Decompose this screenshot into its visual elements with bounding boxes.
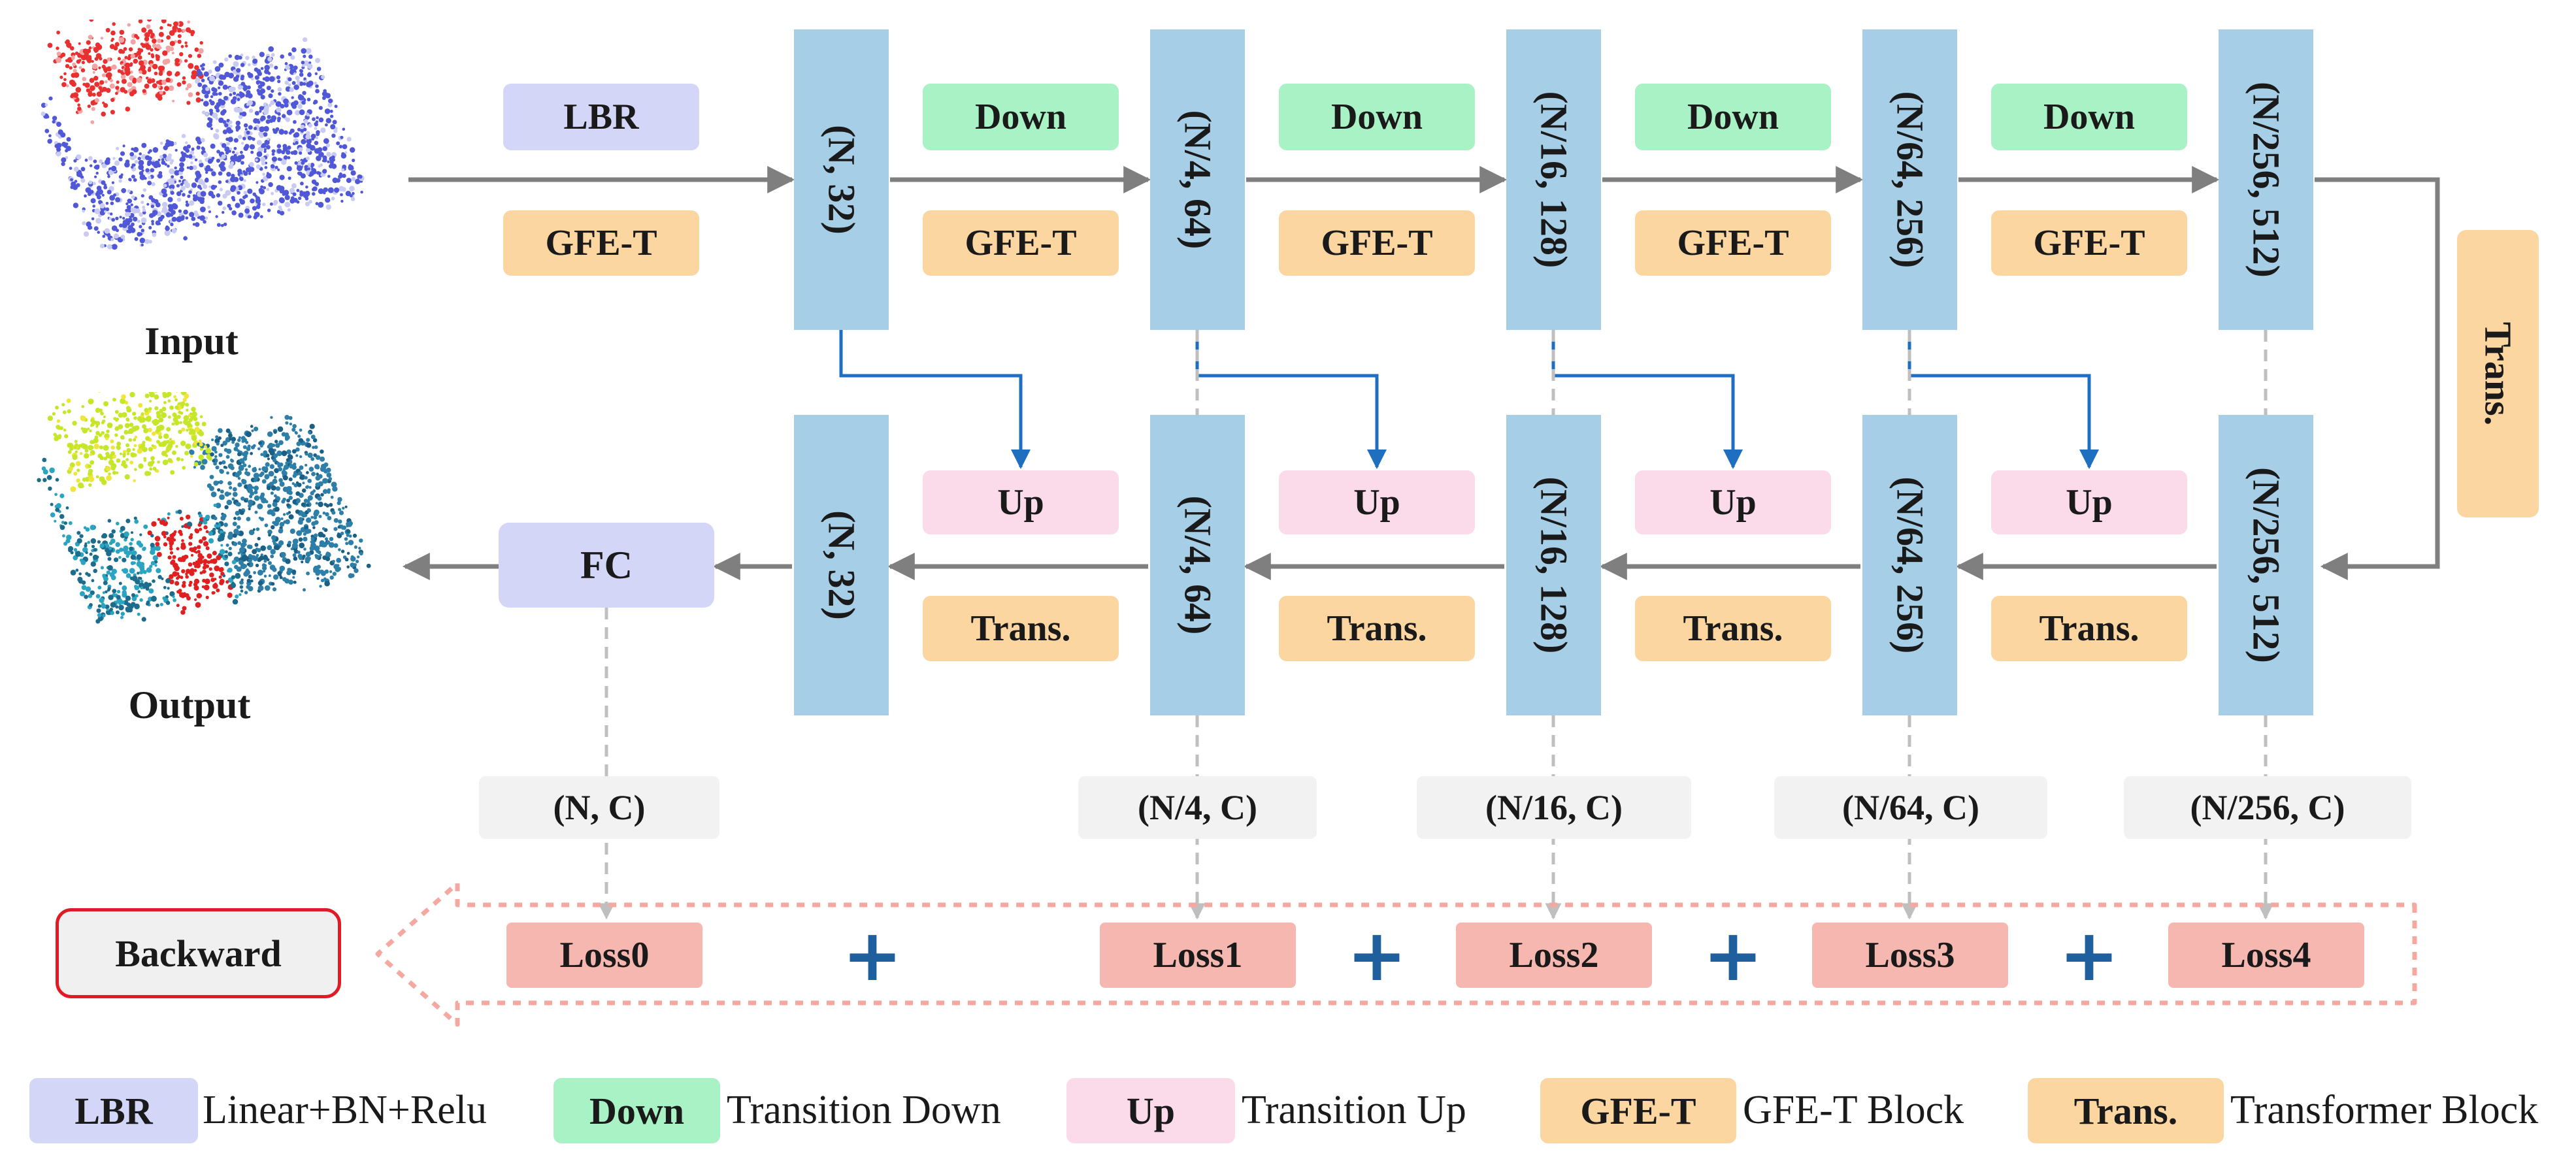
- loss-box: Loss3: [1812, 923, 2008, 988]
- legend-down-swatch: Down: [553, 1078, 720, 1143]
- decoder-feature-column: (N, 32): [794, 415, 889, 715]
- output-label: Output: [128, 683, 251, 727]
- legend-down-desc: Transition Down: [727, 1088, 1001, 1132]
- gfet-block: GFE-T: [923, 210, 1119, 276]
- gfet-block: GFE-T: [1991, 210, 2187, 276]
- decoder-feature-column: (N/16, 128): [1506, 415, 1601, 715]
- loss-box: Loss2: [1456, 923, 1652, 988]
- loss-box: Loss4: [2168, 923, 2364, 988]
- column-dashed-links: [1195, 330, 2268, 415]
- trans-block: Trans.: [1635, 596, 1831, 661]
- legend-trans-desc: Transformer Block: [2230, 1088, 2539, 1132]
- up-block: Up: [1279, 470, 1475, 534]
- loss-box: Loss1: [1100, 923, 1296, 988]
- encoder-feature-column: (N/256, 512): [2219, 29, 2313, 330]
- bottleneck-trans-block: Trans.: [2457, 230, 2539, 517]
- input-label: Input: [144, 319, 239, 363]
- legend-trans-swatch: Trans.: [2028, 1078, 2224, 1143]
- legend-lbr-desc: Linear+BN+Relu: [203, 1088, 487, 1132]
- gfet-block: GFE-T: [1635, 210, 1831, 276]
- trans-block: Trans.: [923, 596, 1119, 661]
- output-shape-box: (N, C): [479, 776, 719, 839]
- fc-block: FC: [499, 523, 714, 608]
- down-block: Down: [1279, 84, 1475, 150]
- encoder-feature-column: (N/16, 128): [1506, 29, 1601, 330]
- loss-box: Loss0: [506, 923, 702, 988]
- encoder-feature-column: (N, 32): [794, 29, 889, 330]
- legend-lbr-swatch: LBR: [29, 1078, 198, 1143]
- encoder-flow-arrows: [408, 166, 2440, 580]
- legend-gfet-swatch: GFE-T: [1540, 1078, 1736, 1143]
- output-shape-box: (N/4, C): [1078, 776, 1317, 839]
- trans-block: Trans.: [1279, 596, 1475, 661]
- output-shape-box: (N/256, C): [2124, 776, 2411, 839]
- up-block: Up: [1635, 470, 1831, 534]
- down-block: Down: [1991, 84, 2187, 150]
- output-shape-box: (N/16, C): [1417, 776, 1691, 839]
- legend-up-desc: Transition Up: [1242, 1088, 1466, 1132]
- legend-up-swatch: Up: [1066, 1078, 1235, 1143]
- encoder-feature-column: (N/64, 256): [1862, 29, 1957, 330]
- backward-box: Backward: [56, 908, 341, 998]
- plus-sign: +: [1702, 913, 1764, 997]
- down-block: Down: [1635, 84, 1831, 150]
- plus-sign: +: [1346, 913, 1408, 997]
- up-block: Up: [1991, 470, 2187, 534]
- output-shape-box: (N/64, C): [1774, 776, 2047, 839]
- gfet-block: GFE-T: [503, 210, 699, 276]
- decoder-feature-column: (N/256, 512): [2219, 415, 2313, 715]
- down-block: Down: [923, 84, 1119, 150]
- output-point-cloud: [37, 392, 371, 624]
- lbr-block: LBR: [503, 84, 699, 150]
- backward-dotted-arrow: [375, 881, 2417, 1027]
- encoder-feature-column: (N/4, 64): [1150, 29, 1245, 330]
- legend-gfet-desc: GFE-T Block: [1743, 1088, 1964, 1132]
- input-point-cloud: [41, 20, 365, 250]
- plus-sign: +: [2058, 913, 2120, 997]
- decoder-feature-column: (N/64, 256): [1862, 415, 1957, 715]
- up-block: Up: [923, 470, 1119, 534]
- gfet-block: GFE-T: [1279, 210, 1475, 276]
- plus-sign: +: [842, 913, 903, 997]
- trans-block: Trans.: [1991, 596, 2187, 661]
- decoder-feature-column: (N/4, 64): [1150, 415, 1245, 715]
